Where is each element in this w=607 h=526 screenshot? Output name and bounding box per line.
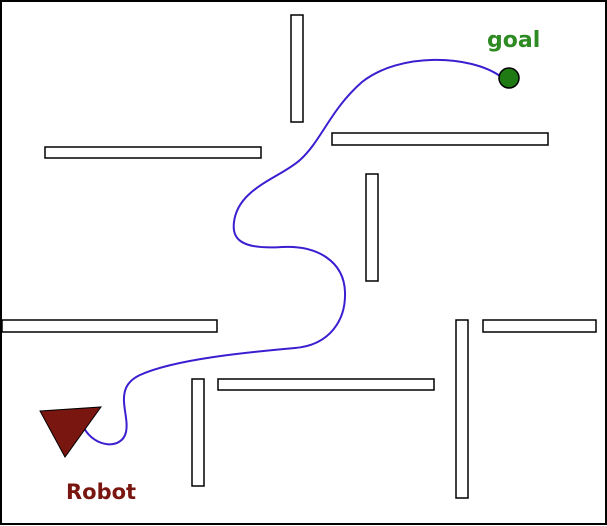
- wall-vertical-lower-left: [191, 378, 205, 487]
- goal-label: goal: [487, 28, 540, 53]
- wall-vertical-middle: [365, 173, 379, 282]
- wall-horizontal-lower-center: [217, 378, 435, 391]
- wall-horizontal-upper-left: [44, 146, 262, 159]
- robot-path: [83, 58, 501, 446]
- wall-horizontal-middle-left: [1, 319, 218, 333]
- walls: [1, 14, 597, 499]
- wall-vertical-lower-right: [455, 319, 469, 499]
- robot-label: Robot: [66, 480, 136, 504]
- wall-horizontal-upper-right: [331, 132, 549, 146]
- goal-marker-icon: [498, 67, 520, 89]
- robot-triangle-icon: [39, 406, 103, 458]
- wall-vertical-top-center: [290, 14, 304, 123]
- wall-horizontal-middle-right: [482, 319, 597, 333]
